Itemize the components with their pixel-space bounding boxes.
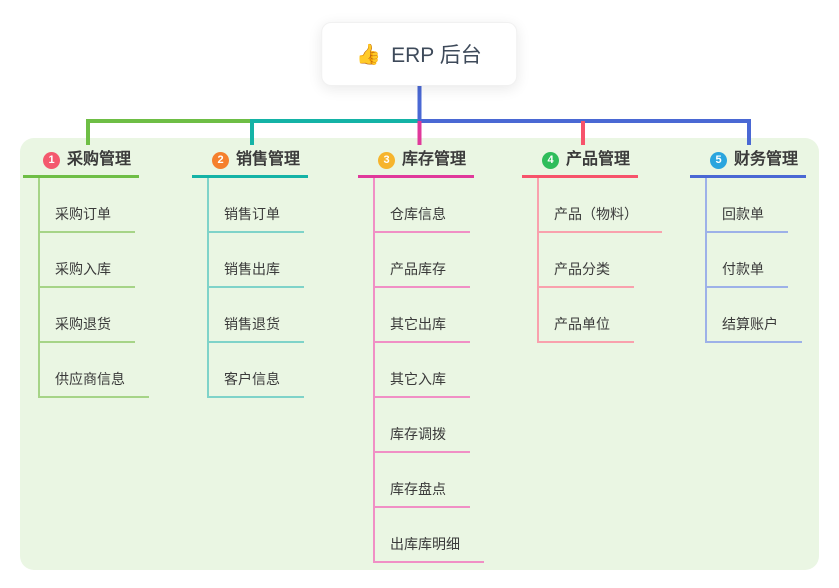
branch-header-node[interactable]: 5 财务管理 <box>690 150 806 178</box>
child-node[interactable]: 回款单 <box>705 204 788 233</box>
child-node[interactable]: 其它入库 <box>373 369 470 398</box>
branch-number-badge: 2 <box>212 151 229 169</box>
child-node[interactable]: 采购退货 <box>38 314 135 343</box>
child-row: 其它入库 <box>358 343 474 398</box>
child-row: 产品库存 <box>358 233 474 288</box>
child-row: 产品（物料） <box>522 178 662 233</box>
child-node[interactable]: 付款单 <box>705 259 788 288</box>
branch-children: 回款单 付款单 结算账户 <box>690 178 806 343</box>
branch: 4 产品管理 产品（物料） 产品分类 产品单位 <box>522 150 662 343</box>
branch-trunk-line <box>38 178 40 398</box>
branch: 5 财务管理 回款单 付款单 结算账户 <box>690 150 806 343</box>
branch-label: 财务管理 <box>734 151 799 168</box>
branch-number-badge: 4 <box>542 151 559 169</box>
child-node[interactable]: 销售出库 <box>207 259 304 288</box>
child-node[interactable]: 产品库存 <box>373 259 470 288</box>
branch-label: 产品管理 <box>566 151 631 168</box>
root-node[interactable]: 👍 ERP 后台 <box>321 22 517 86</box>
child-row: 结算账户 <box>690 288 806 343</box>
child-node[interactable]: 产品（物料） <box>537 204 662 233</box>
branch-children: 销售订单 销售出库 销售退货 客户信息 <box>192 178 308 398</box>
branch-number-badge: 1 <box>43 151 60 169</box>
child-node[interactable]: 销售退货 <box>207 314 304 343</box>
branches-panel: 1 采购管理 采购订单 采购入库 采购退货 供应商信息 2 销售管理 销售订单 … <box>20 138 819 570</box>
branch: 2 销售管理 销售订单 销售出库 销售退货 客户信息 <box>192 150 308 398</box>
child-row: 付款单 <box>690 233 806 288</box>
child-node[interactable]: 其它出库 <box>373 314 470 343</box>
child-node[interactable]: 销售订单 <box>207 204 304 233</box>
branch-label: 库存管理 <box>402 151 467 168</box>
child-row: 销售订单 <box>192 178 308 233</box>
child-node[interactable]: 采购订单 <box>38 204 135 233</box>
child-node[interactable]: 结算账户 <box>705 314 802 343</box>
child-node[interactable]: 产品单位 <box>537 314 634 343</box>
child-row: 库存调拨 <box>358 398 474 453</box>
root-label: ERP 后台 <box>391 44 482 67</box>
branch-trunk-line <box>207 178 209 398</box>
branch-header-node[interactable]: 2 销售管理 <box>192 150 308 178</box>
child-row: 采购退货 <box>23 288 139 343</box>
child-row: 产品分类 <box>522 233 638 288</box>
branch-header-node[interactable]: 3 库存管理 <box>358 150 474 178</box>
child-node[interactable]: 产品分类 <box>537 259 634 288</box>
branch-trunk-line <box>373 178 375 563</box>
child-row: 采购订单 <box>23 178 139 233</box>
branch: 1 采购管理 采购订单 采购入库 采购退货 供应商信息 <box>23 150 149 398</box>
thumbs-up-icon: 👍 <box>356 43 382 66</box>
child-row: 其它出库 <box>358 288 474 343</box>
child-node[interactable]: 库存盘点 <box>373 479 470 508</box>
child-row: 库存盘点 <box>358 453 474 508</box>
child-node[interactable]: 供应商信息 <box>38 369 149 398</box>
child-row: 采购入库 <box>23 233 139 288</box>
child-row: 供应商信息 <box>23 343 149 398</box>
branch-trunk-line <box>537 178 539 343</box>
child-node[interactable]: 出库库明细 <box>373 534 484 563</box>
child-row: 出库库明细 <box>358 508 484 563</box>
child-node[interactable]: 客户信息 <box>207 369 304 398</box>
branch-header-node[interactable]: 4 产品管理 <box>522 150 638 178</box>
child-row: 仓库信息 <box>358 178 474 233</box>
branch-header-node[interactable]: 1 采购管理 <box>23 150 139 178</box>
child-node[interactable]: 库存调拨 <box>373 424 470 453</box>
branch-children: 仓库信息 产品库存 其它出库 其它入库 库存调拨 库存盘点 出库库明细 <box>358 178 484 563</box>
child-row: 客户信息 <box>192 343 308 398</box>
child-row: 销售退货 <box>192 288 308 343</box>
branch-trunk-line <box>705 178 707 343</box>
child-row: 销售出库 <box>192 233 308 288</box>
branch-label: 销售管理 <box>236 151 301 168</box>
branch: 3 库存管理 仓库信息 产品库存 其它出库 其它入库 库存调拨 库存盘点 出库库… <box>358 150 484 563</box>
child-row: 产品单位 <box>522 288 638 343</box>
branch-number-badge: 5 <box>710 151 727 169</box>
child-row: 回款单 <box>690 178 806 233</box>
branch-label: 采购管理 <box>67 151 132 168</box>
branch-children: 产品（物料） 产品分类 产品单位 <box>522 178 662 343</box>
branch-children: 采购订单 采购入库 采购退货 供应商信息 <box>23 178 149 398</box>
child-node[interactable]: 仓库信息 <box>373 204 470 233</box>
branch-number-badge: 3 <box>378 151 395 169</box>
child-node[interactable]: 采购入库 <box>38 259 135 288</box>
